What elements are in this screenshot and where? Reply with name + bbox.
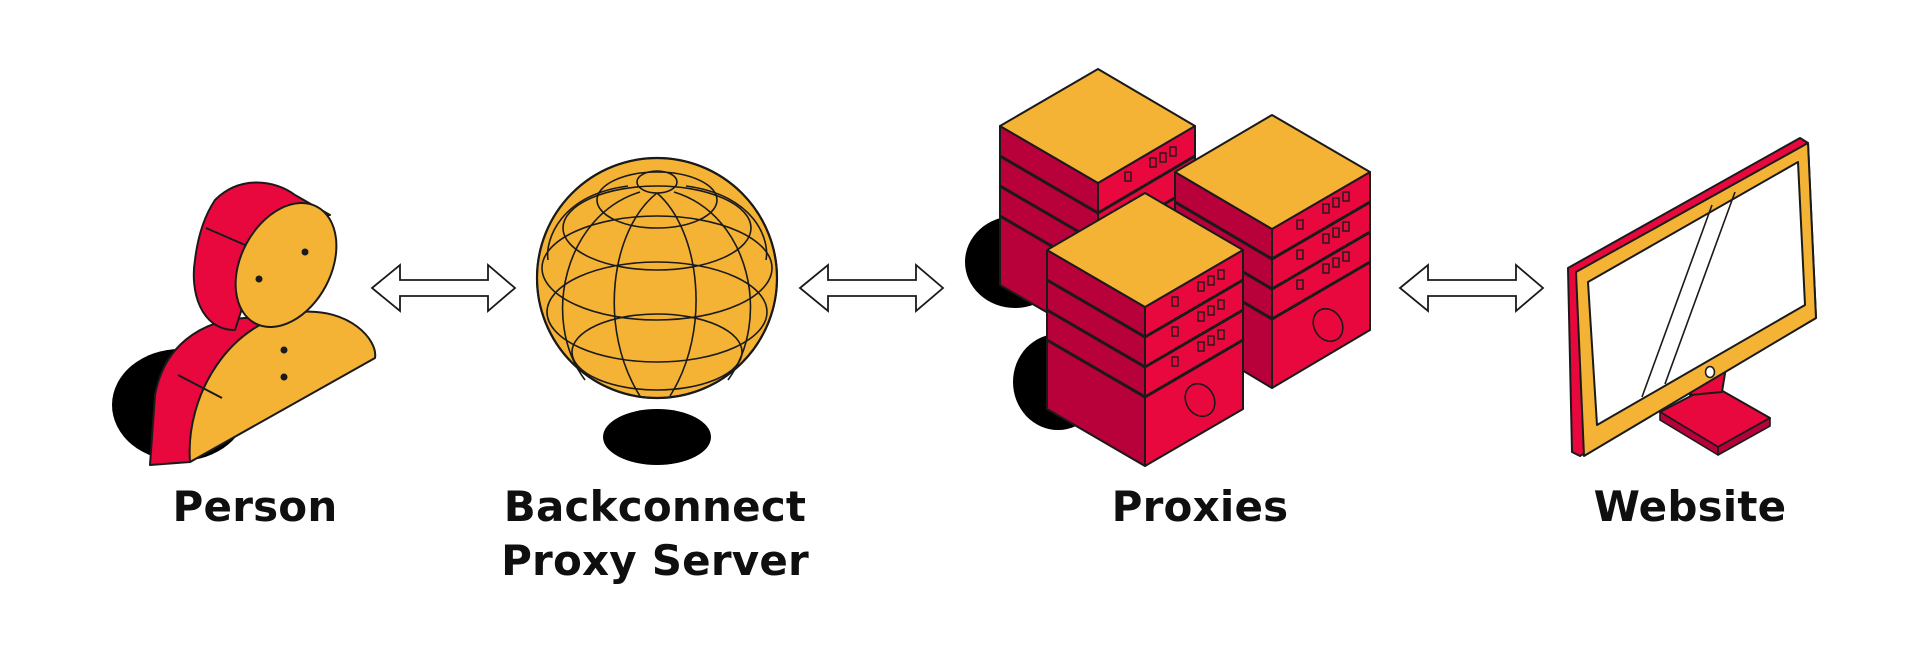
bidirectional-arrow-3 <box>1398 263 1545 313</box>
proxies-label: Proxies <box>1111 482 1289 531</box>
server-label-line1: Backconnect <box>503 482 807 531</box>
label-person: Person <box>155 480 355 534</box>
monitor-icon <box>1567 137 1817 457</box>
website-label: Website <box>1593 482 1787 531</box>
server-label-line2: Proxy Server <box>501 536 809 585</box>
person-icon <box>112 181 377 466</box>
label-proxies: Proxies <box>1085 480 1315 534</box>
bidirectional-arrow-2 <box>798 263 945 313</box>
server-stack-icon <box>965 68 1371 467</box>
server-front <box>1046 192 1244 467</box>
bidirectional-arrow-1 <box>370 263 517 313</box>
globe-shadow <box>603 409 711 465</box>
person-label: Person <box>172 482 338 531</box>
globe-icon <box>535 156 779 465</box>
label-website: Website <box>1580 480 1800 534</box>
label-backconnect-proxy-server: Backconnect Proxy Server <box>490 480 820 588</box>
